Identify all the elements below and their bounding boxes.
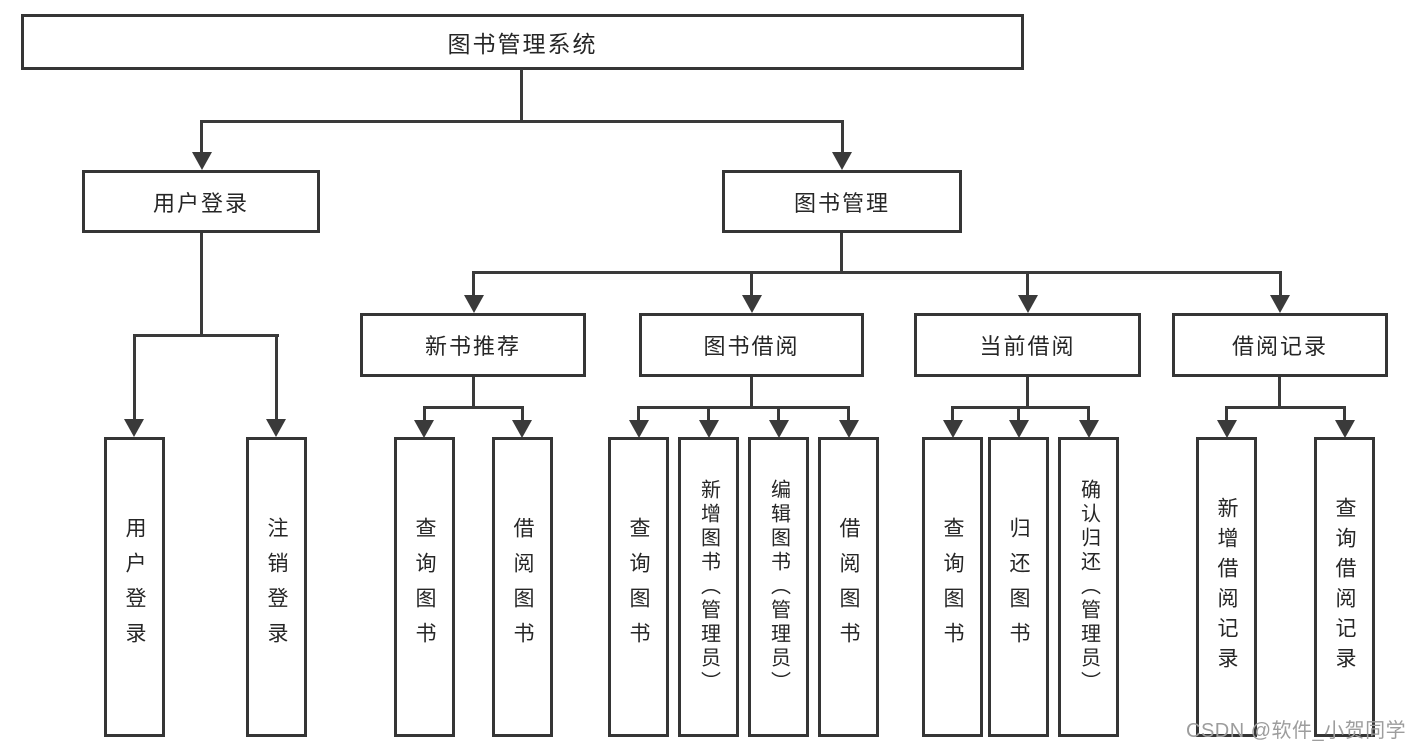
node-library-system: 图书管理系统: [21, 14, 1024, 70]
leaf-query-books-borrow: 查询图书: [608, 437, 669, 737]
connector-line: [521, 406, 524, 422]
node-book-management: 图书管理: [722, 170, 962, 233]
leaf-add-books-admin: 新增图书（管理员）: [678, 437, 739, 737]
connector-line: [423, 406, 524, 409]
arrow-down-icon: [414, 420, 434, 438]
arrow-down-icon: [699, 420, 719, 438]
leaf-edit-books-admin: 编辑图书（管理员）: [748, 437, 809, 737]
connector-line: [707, 406, 710, 422]
connector-line: [200, 120, 843, 123]
node-label: 借阅图书: [837, 517, 860, 657]
arrow-down-icon: [769, 420, 789, 438]
node-label: 归还图书: [1007, 517, 1030, 657]
leaf-user-login: 用户登录: [104, 437, 165, 737]
node-current-borrow: 当前借阅: [914, 313, 1141, 377]
arrow-down-icon: [1270, 295, 1290, 313]
node-label: 查询图书: [941, 517, 964, 657]
node-label: 注销登录: [265, 517, 288, 657]
connector-line: [1017, 406, 1020, 422]
connector-line: [520, 69, 523, 122]
arrow-down-icon: [464, 295, 484, 313]
node-label: 查询图书: [627, 517, 650, 657]
connector-line: [133, 334, 136, 420]
connector-line: [200, 120, 203, 154]
node-label: 确认归还（管理员）: [1077, 479, 1100, 695]
arrow-down-icon: [1018, 295, 1038, 313]
connector-line: [637, 406, 850, 409]
leaf-confirm-return-admin: 确认归还（管理员）: [1058, 437, 1119, 737]
leaf-add-borrow-record: 新增借阅记录: [1196, 437, 1257, 737]
connector-line: [841, 120, 844, 154]
connector-line: [1026, 377, 1029, 407]
connector-line: [951, 406, 1090, 409]
node-label: 编辑图书（管理员）: [767, 479, 790, 695]
connector-line: [1225, 406, 1346, 409]
connector-line: [200, 233, 203, 337]
connector-line: [1225, 406, 1228, 422]
arrow-down-icon: [192, 152, 212, 170]
connector-line: [1343, 406, 1346, 422]
node-label: 借阅图书: [511, 517, 534, 657]
connector-line: [133, 334, 279, 337]
node-label: 图书管理: [793, 190, 890, 216]
node-label: 查询借阅记录: [1333, 497, 1356, 677]
connector-line: [472, 271, 475, 298]
node-label: 借阅记录: [1231, 334, 1328, 359]
node-book-borrow: 图书借阅: [639, 313, 864, 377]
arrow-down-icon: [943, 420, 963, 438]
arrow-down-icon: [1009, 420, 1029, 438]
arrow-down-icon: [266, 419, 286, 437]
arrow-down-icon: [742, 295, 762, 313]
connector-line: [750, 271, 753, 298]
node-user-login: 用户登录: [82, 170, 320, 233]
connector-line: [1279, 271, 1282, 298]
arrow-down-icon: [839, 420, 859, 438]
connector-line: [777, 406, 780, 422]
node-label: 新增借阅记录: [1215, 497, 1238, 677]
node-label: 用户登录: [152, 190, 249, 216]
arrow-down-icon: [629, 420, 649, 438]
connector-line: [951, 406, 954, 422]
leaf-query-borrow-record: 查询借阅记录: [1314, 437, 1375, 737]
csdn-watermark: CSDN @软件_小贺同学: [1186, 720, 1405, 742]
connector-line: [840, 233, 843, 272]
connector-line: [1026, 271, 1029, 298]
arrow-down-icon: [124, 419, 144, 437]
node-label: 图书管理系统: [447, 31, 598, 57]
arrow-down-icon: [512, 420, 532, 438]
leaf-logout: 注销登录: [246, 437, 307, 737]
arrow-down-icon: [1079, 420, 1099, 438]
connector-line: [750, 377, 753, 407]
leaf-borrow-books: 借阅图书: [818, 437, 879, 737]
node-label: 当前借阅: [979, 334, 1076, 359]
connector-line: [1278, 377, 1281, 407]
node-label: 新书推荐: [424, 334, 521, 359]
connector-line: [1087, 406, 1090, 422]
node-label: 新增图书（管理员）: [697, 479, 720, 695]
leaf-query-books-recommend: 查询图书: [394, 437, 455, 737]
leaf-borrow-books-recommend: 借阅图书: [492, 437, 553, 737]
node-borrow-records: 借阅记录: [1172, 313, 1388, 377]
node-label: 用户登录: [123, 517, 146, 657]
connector-line: [275, 334, 278, 420]
leaf-query-books-current: 查询图书: [922, 437, 983, 737]
arrow-down-icon: [1217, 420, 1237, 438]
arrow-down-icon: [1335, 420, 1355, 438]
connector-line: [637, 406, 640, 422]
node-label: 查询图书: [413, 517, 436, 657]
connector-line: [847, 406, 850, 422]
leaf-return-books: 归还图书: [988, 437, 1049, 737]
arrow-down-icon: [832, 152, 852, 170]
node-label: 图书借阅: [703, 334, 800, 359]
node-new-book-recommend: 新书推荐: [360, 313, 586, 377]
connector-line: [472, 271, 1281, 274]
connector-line: [423, 406, 426, 422]
connector-line: [472, 377, 475, 407]
